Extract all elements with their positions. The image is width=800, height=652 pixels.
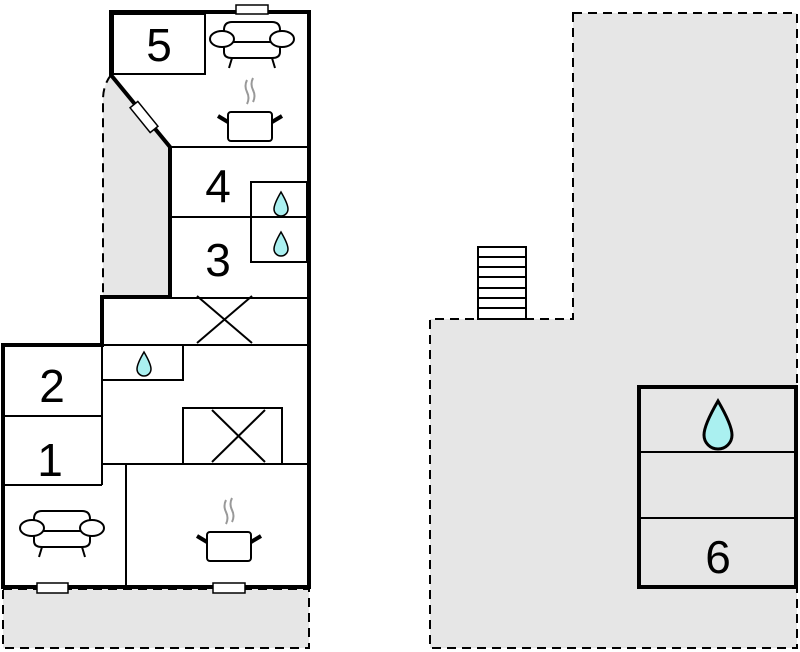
sofa-icon (19, 510, 105, 558)
main-building-walls (1, 10, 311, 589)
window-icon (235, 4, 269, 15)
room-label-4: 4 (205, 160, 231, 212)
bathroom-drop-icon (273, 191, 289, 217)
stairs-icon (477, 246, 527, 320)
terrace-bottom (2, 588, 310, 649)
sofa-icon (209, 21, 295, 69)
bathroom-drop-icon (273, 231, 289, 257)
window-icon (128, 100, 160, 134)
window-icon (212, 582, 246, 594)
window-icon (36, 582, 69, 594)
room-label-5: 5 (146, 19, 172, 71)
interior-walls (3, 13, 309, 587)
room-label-3: 3 (205, 234, 231, 286)
terrace-right (429, 12, 798, 649)
annex-building-walls (637, 385, 798, 589)
kitchen-pot-icon (195, 496, 263, 563)
kitchen-pot-icon (216, 76, 284, 143)
room-label-1: 1 (37, 434, 63, 486)
stairs-x-icon (196, 295, 266, 463)
bathroom-drop-icon (136, 351, 152, 377)
room-label-2: 2 (39, 360, 65, 412)
room-label-6: 6 (705, 531, 731, 583)
